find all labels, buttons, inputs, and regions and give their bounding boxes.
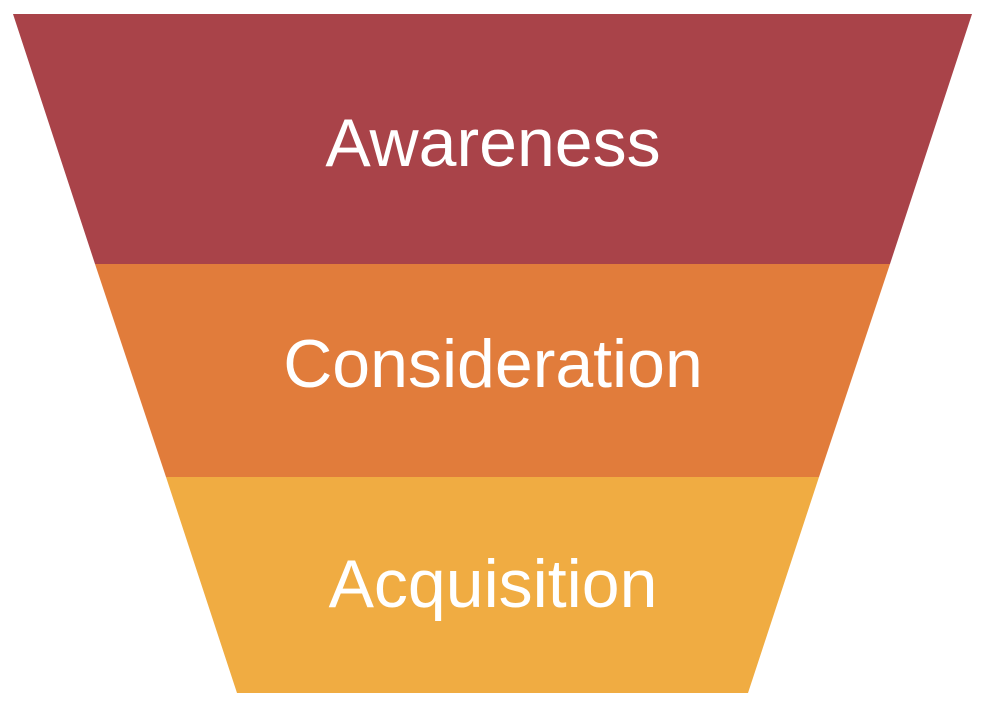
funnel-label-consideration: Consideration bbox=[283, 326, 703, 402]
funnel-stage-consideration-shape bbox=[95, 264, 890, 477]
funnel-stage-acquisition-shape bbox=[166, 477, 819, 693]
funnel-label-acquisition: Acquisition bbox=[329, 546, 658, 622]
funnel-stage-awareness-shape bbox=[13, 14, 972, 264]
funnel-label-awareness: Awareness bbox=[325, 105, 660, 181]
